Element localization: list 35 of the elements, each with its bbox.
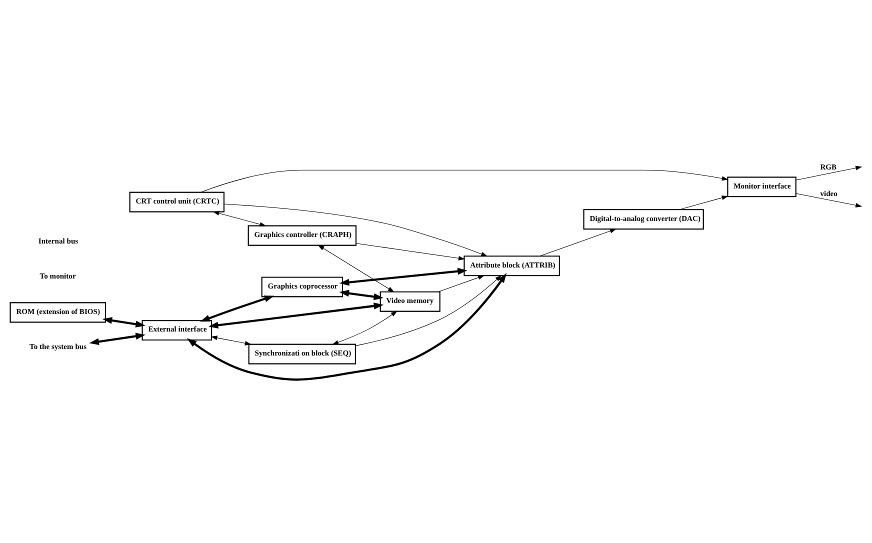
arrow <box>339 289 384 300</box>
arrow <box>438 274 485 292</box>
arrow <box>355 274 502 346</box>
node-box: Synchronizati on block (SEQ) <box>248 343 356 364</box>
arrow <box>339 267 468 286</box>
arrow <box>332 310 398 344</box>
arrow <box>200 169 728 192</box>
node-box: Video memory <box>380 290 440 312</box>
node-box: Graphics controller (CRAPH) <box>248 224 357 246</box>
arrow <box>224 203 488 256</box>
arrow <box>796 165 862 180</box>
arrow <box>89 332 146 345</box>
edge-label: video <box>820 188 838 198</box>
arrow <box>540 228 616 256</box>
node-box: External interface <box>142 319 212 340</box>
arrow <box>210 335 252 345</box>
node-box: Graphics coprocessor <box>261 276 344 297</box>
arrow <box>212 210 266 226</box>
node-box: ROM (extension of BIOS) <box>10 302 106 322</box>
label: To monitor <box>40 271 76 280</box>
node-text: To the system bus <box>29 342 87 351</box>
node-box: Digital-to-analog converter (DAC) <box>583 208 704 230</box>
arrow <box>102 316 146 327</box>
arrow <box>208 302 384 328</box>
label: Internal bus <box>38 236 78 246</box>
arrow <box>356 242 465 260</box>
edge-label: RGB <box>820 162 837 172</box>
arrow <box>186 272 507 380</box>
arrow <box>796 192 862 207</box>
node-box: CRT control unit (CRTC) <box>129 191 225 212</box>
arrow <box>679 195 728 210</box>
node-box: Attribute block (ATTRIB) <box>464 255 560 276</box>
arrow <box>200 295 274 322</box>
node-box: Monitor interface <box>727 176 796 197</box>
arrow <box>318 244 394 292</box>
